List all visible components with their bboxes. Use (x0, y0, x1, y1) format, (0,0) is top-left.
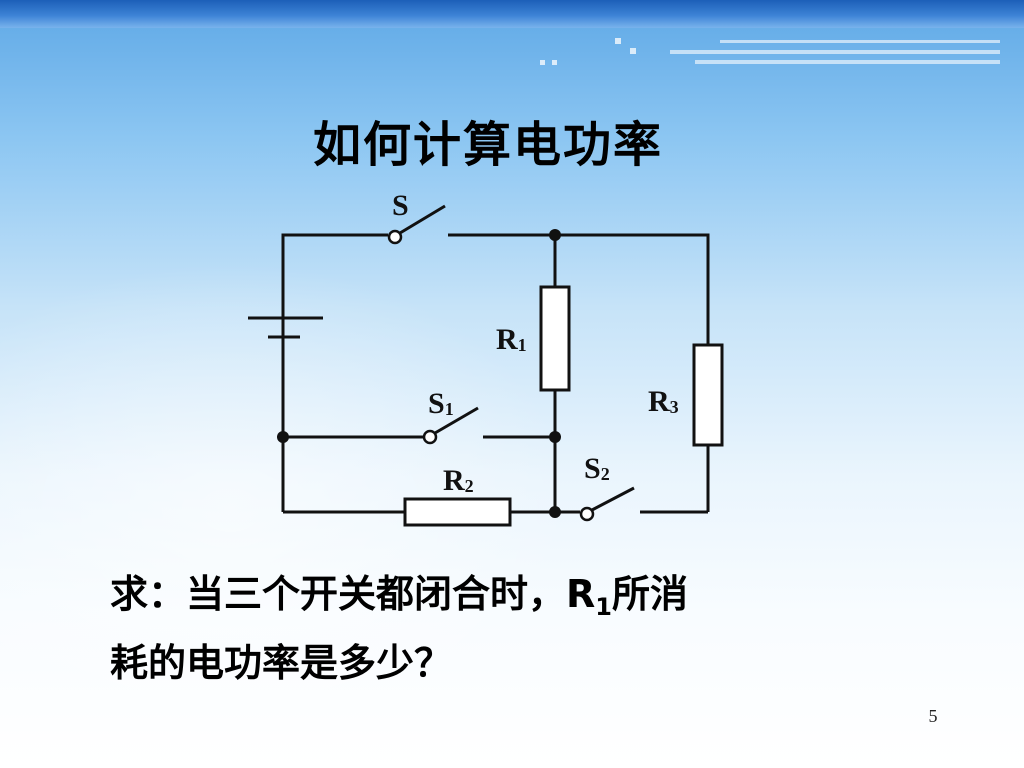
question-text: 求：当三个开关都闭合时，R1所消 耗的电功率是多少？ (110, 566, 910, 691)
switch-s1 (422, 406, 479, 445)
label-switch-s1: S1 (428, 387, 454, 420)
switch-s2 (579, 486, 635, 522)
label-resistor-r1: R1 (496, 323, 527, 356)
resistor-r3 (692, 343, 724, 447)
decorative-dots (540, 38, 1000, 65)
junction-dots (277, 229, 561, 518)
resistor-r2 (403, 497, 512, 527)
circuit-wires (248, 233, 710, 514)
question-line-1: 求：当三个开关都闭合时，R1所消 (110, 572, 688, 621)
label-resistor-r2: R2 (443, 464, 474, 497)
resistor-r1 (539, 285, 571, 392)
label-switch-s: S (392, 189, 409, 222)
top-bar (0, 0, 1024, 28)
question-line-2: 耗的电功率是多少？ (110, 641, 453, 685)
switch-s (387, 204, 446, 245)
page-number: 5 (928, 706, 938, 726)
slide-title: 如何计算电功率 (312, 117, 663, 173)
label-switch-s2: S2 (584, 452, 610, 485)
label-resistor-r3: R3 (648, 385, 679, 418)
